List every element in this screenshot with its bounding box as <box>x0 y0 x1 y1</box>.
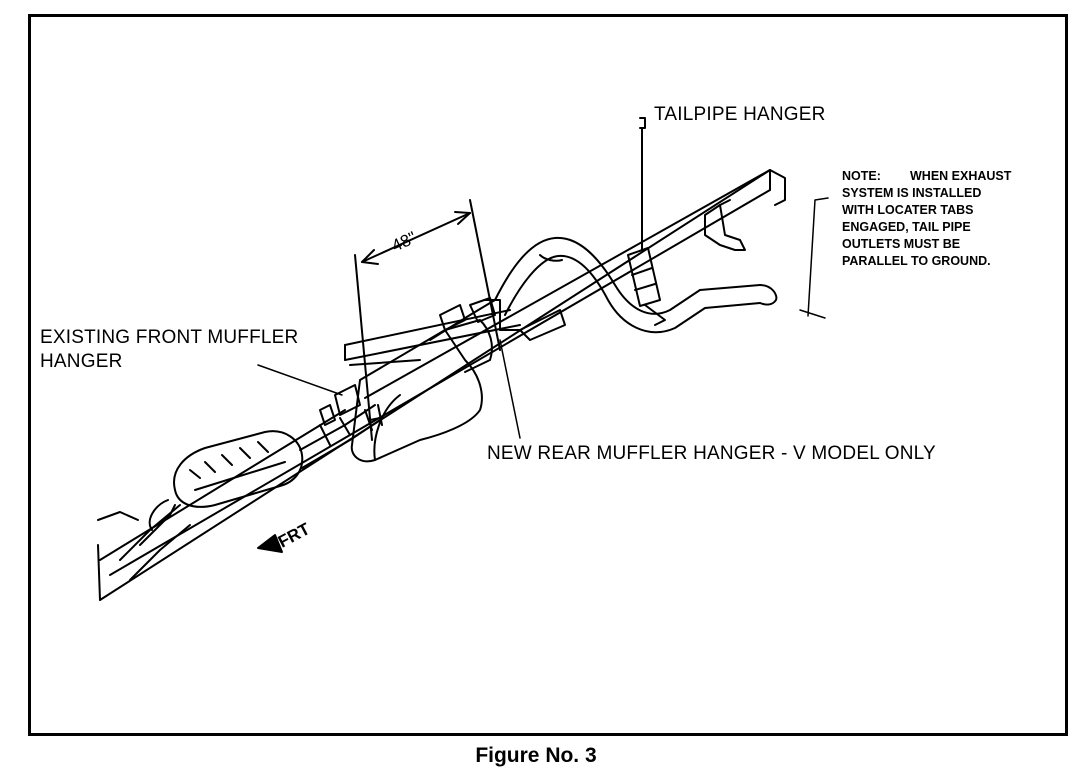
dimension-label: 48" <box>389 228 420 256</box>
crossmember <box>344 309 521 366</box>
front-arrow-label: FRT <box>275 519 314 552</box>
frame-bracket <box>704 199 746 251</box>
front-arrow-icon <box>257 534 283 553</box>
figure-frame <box>28 14 1068 736</box>
new-rear-muffler-hanger-label: NEW REAR MUFFLER HANGER - V MODEL ONLY <box>487 443 936 464</box>
catalytic-converter <box>173 430 304 508</box>
existing-front-muffler-hanger-label-line1: EXISTING FRONT MUFFLER <box>40 327 299 348</box>
existing-front-muffler-hanger-label-line2: HANGER <box>40 351 123 372</box>
note-line-2: SYSTEM IS INSTALLED <box>842 186 982 200</box>
installation-note: NOTE: WHEN EXHAUST SYSTEM IS INSTALLED WI… <box>842 168 1062 270</box>
note-line-4: ENGAGED, TAIL PIPE <box>842 220 971 234</box>
tailpipe-hanger-label: TAILPIPE HANGER <box>654 104 826 125</box>
note-line-3: WITH LOCATER TABS <box>842 203 974 217</box>
leader-lines <box>257 197 829 439</box>
muffler <box>350 299 496 463</box>
note-line-1: NOTE: WHEN EXHAUST <box>842 168 1062 185</box>
note-text-1: WHEN EXHAUST <box>910 169 1012 183</box>
tailpipe-hanger <box>627 117 666 326</box>
note-line-6: PARALLEL TO GROUND. <box>842 254 991 268</box>
tailpipe <box>494 236 778 334</box>
dimension-48 <box>354 199 501 441</box>
figure-caption: Figure No. 3 <box>475 744 597 767</box>
note-heading: NOTE: <box>842 169 881 183</box>
exhaust-pipe <box>119 499 191 581</box>
frame-rail <box>97 169 786 601</box>
note-line-5: OUTLETS MUST BE <box>842 237 961 251</box>
rear-axle <box>499 309 566 341</box>
